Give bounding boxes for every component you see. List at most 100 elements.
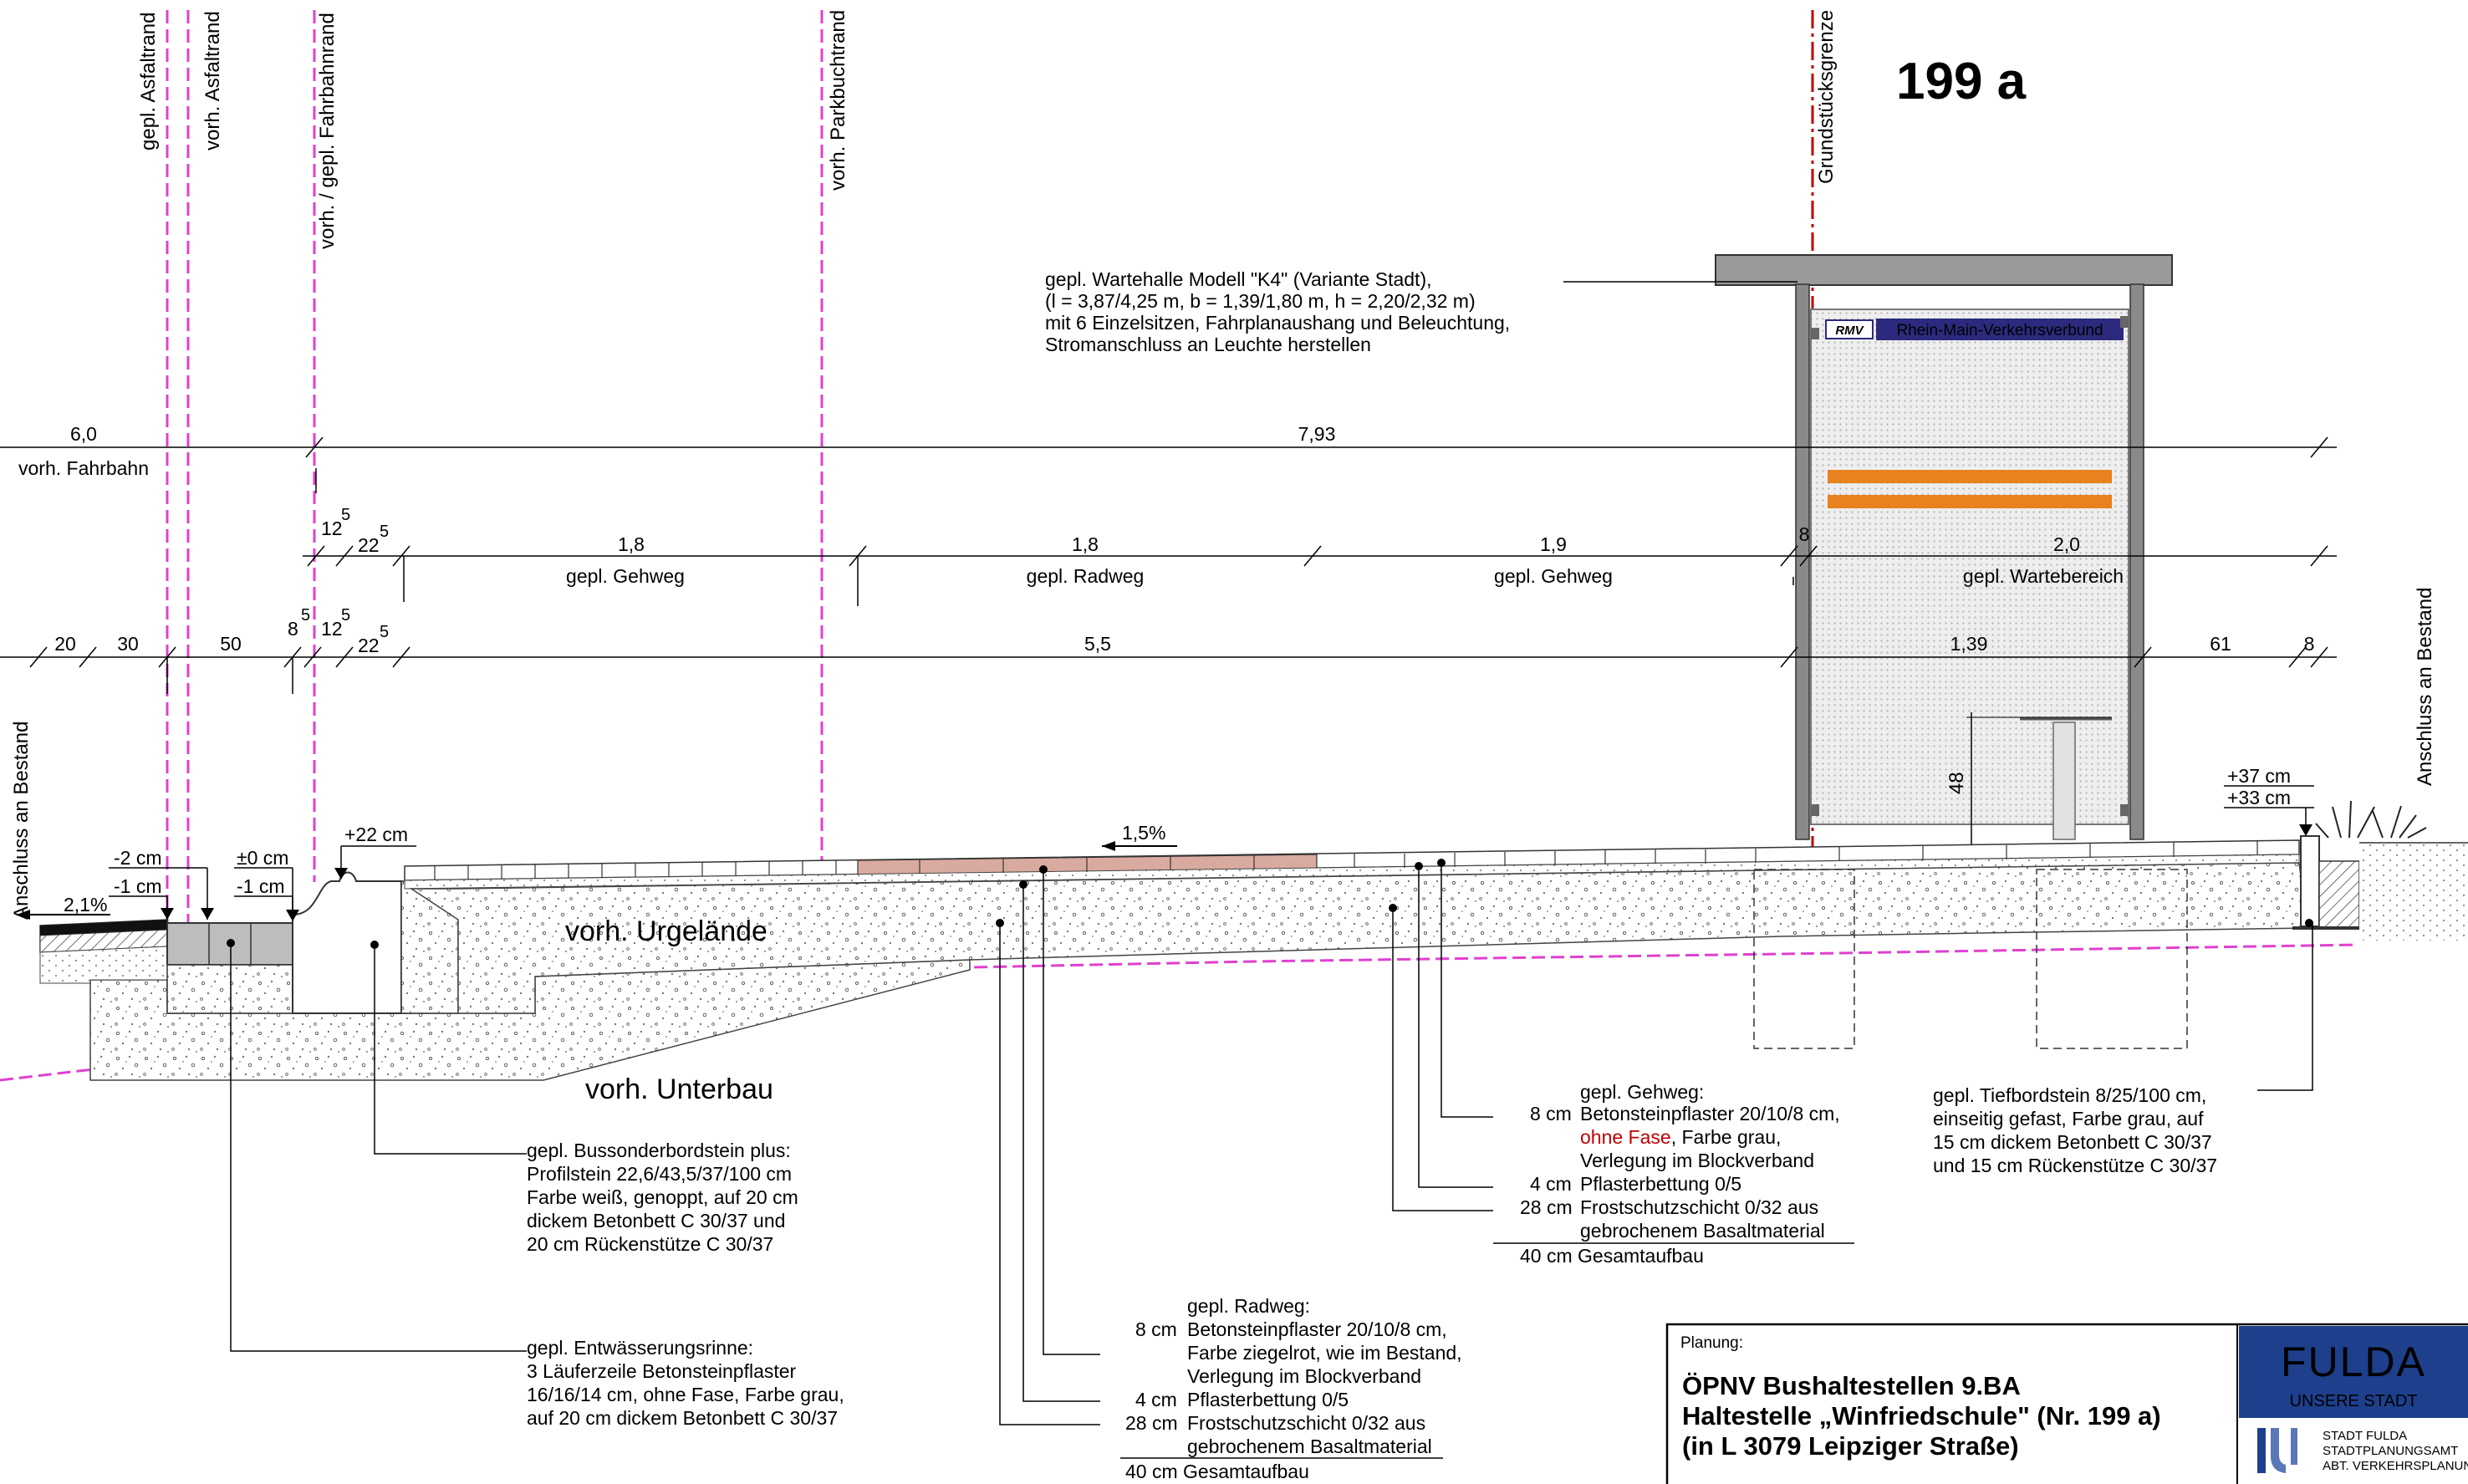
svg-text:22: 22 (358, 534, 380, 556)
svg-text:Stromanschluss an Leuchte hers: Stromanschluss an Leuchte herstellen (1045, 334, 1371, 355)
asphalt-layer (40, 920, 167, 936)
svg-text:40 cm Gesamtaufbau: 40 cm Gesamtaufbau (1125, 1461, 1309, 1482)
svg-text:Verlegung im Blockverband: Verlegung im Blockverband (1580, 1150, 1814, 1171)
title-block: Planung: ÖPNV Bushaltestellen 9.BA Halte… (1665, 1323, 2468, 1484)
svg-text:gepl. Radweg:: gepl. Radweg: (1187, 1295, 1310, 1317)
note-bussonder: gepl. Bussonderbordstein plus: Profilste… (527, 1140, 798, 1255)
svg-text:Profilstein 22,6/43,5/37/100 c: Profilstein 22,6/43,5/37/100 cm (527, 1163, 792, 1185)
svg-text:Frostschutzschicht 0/32 aus: Frostschutzschicht 0/32 aus (1187, 1412, 1425, 1434)
svg-text:16/16/14 cm, ohne Fase, Farbe: 16/16/14 cm, ohne Fase, Farbe grau, (527, 1384, 844, 1405)
title-line-1: ÖPNV Bushaltestellen 9.BA (1682, 1371, 2021, 1400)
svg-text:8 cm: 8 cm (1530, 1103, 1572, 1124)
svg-text:und 15 cm Rückenstütze C 30/37: und 15 cm Rückenstütze C 30/37 (1933, 1155, 2217, 1176)
level-annotations (17, 785, 2314, 920)
svg-text:5: 5 (341, 506, 350, 524)
svg-text:mit 6 Einzelsitzen, Fahrplanau: mit 6 Einzelsitzen, Fahrplanaushang und … (1045, 312, 1510, 334)
svg-text:20: 20 (54, 633, 76, 655)
seat-leg (2052, 722, 2076, 840)
bus-shelter: RMV Rhein-Main-Verkehrsverbund 48 (1715, 254, 2173, 854)
level-m2: -2 cm (114, 847, 162, 869)
dept-line-3: ABT. VERKEHRSPLANUNG (2323, 1459, 2468, 1473)
level-p33: +33 cm (2227, 787, 2291, 808)
level-p0: ±0 cm (237, 847, 288, 869)
svg-text:gepl. Gehweg:: gepl. Gehweg: (1580, 1081, 1704, 1103)
svg-text:12: 12 (321, 518, 343, 539)
svg-text:40 cm Gesamtaufbau: 40 cm Gesamtaufbau (1520, 1245, 1704, 1267)
svg-text:gepl. Bussonderbordstein plus:: gepl. Bussonderbordstein plus: (527, 1140, 791, 1161)
unterbau-line (0, 943, 2358, 1082)
svg-text:22: 22 (358, 635, 380, 656)
svg-text:61: 61 (2210, 633, 2231, 655)
svg-text:auf 20 cm dickem Betonbett C 3: auf 20 cm dickem Betonbett C 30/37 (527, 1407, 838, 1429)
shelter-note: gepl. Wartehalle Modell "K4" (Variante S… (1045, 268, 1510, 355)
fulda-logo-sub: UNSERE STADT (2290, 1392, 2418, 1410)
svg-text:4 cm: 4 cm (1530, 1173, 1572, 1195)
svg-text:28 cm: 28 cm (1125, 1412, 1178, 1434)
svg-text:gepl. Radweg: gepl. Radweg (1027, 565, 1145, 587)
note-radweg: gepl. Radweg: 8 cm Betonsteinpflaster 20… (1125, 1295, 1462, 1482)
dimension-labels: 6,0 vorh. Fahrbahn 7,93 12 5 22 5 1,8 ge… (18, 423, 2314, 656)
leader-lines (230, 863, 2313, 1459)
height-48-label: 48 (1945, 772, 1968, 794)
dept-line-1: STADT FULDA (2323, 1429, 2407, 1443)
dept-line-2: STADTPLANUNGSAMT (2323, 1444, 2458, 1458)
svg-text:7,93: 7,93 (1298, 423, 1336, 445)
svg-text:Farbe ziegelrot, wie im Bestan: Farbe ziegelrot, wie im Bestand, (1187, 1342, 1462, 1364)
svg-text:8 cm: 8 cm (1135, 1318, 1177, 1340)
rmv-logo-text: RMV (1835, 324, 1864, 338)
svg-text:5: 5 (301, 606, 310, 625)
grundstuecksgrenze-label: Grundstücksgrenze (1815, 10, 1838, 184)
svg-text:Pflasterbettung 0/5: Pflasterbettung 0/5 (1187, 1389, 1349, 1410)
level-m1b: -1 cm (237, 875, 285, 897)
svg-text:(l = 3,87/4,25 m, b = 1,39/1,8: (l = 3,87/4,25 m, b = 1,39/1,80 m, h = 2… (1045, 290, 1476, 312)
svg-text:Pflasterbettung 0/5: Pflasterbettung 0/5 (1580, 1173, 1741, 1195)
anschluss-left-label: Anschluss an Bestand (10, 722, 33, 920)
city-crest-icon (2257, 1428, 2297, 1473)
orange-stripe-2 (1828, 495, 2112, 508)
svg-text:Betonsteinpflaster 20/10/8 cm,: Betonsteinpflaster 20/10/8 cm, (1187, 1318, 1447, 1340)
title-line-2: Haltestelle „Winfriedschule" (Nr. 199 a) (1682, 1401, 2161, 1430)
svg-text:28 cm: 28 cm (1520, 1196, 1573, 1218)
anschluss-right-label: Anschluss an Bestand (2414, 588, 2436, 786)
svg-text:dickem Betonbett C 30/37 und: dickem Betonbett C 30/37 und (527, 1210, 785, 1232)
svg-text:30: 30 (117, 633, 139, 655)
svg-text:5: 5 (380, 623, 389, 641)
svg-text:gepl. Tiefbordstein 8/25/100 c: gepl. Tiefbordstein 8/25/100 cm, (1933, 1084, 2206, 1106)
svg-text:8: 8 (2304, 633, 2315, 655)
svg-text:einseitig gefast, Farbe grau,: einseitig gefast, Farbe grau, auf (1933, 1108, 2204, 1130)
level-p22: +22 cm (344, 824, 408, 845)
shelter-post-left (1795, 283, 1810, 840)
svg-text:Verlegung im Blockverband: Verlegung im Blockverband (1187, 1365, 1421, 1387)
slope-left: 2,1% (64, 894, 107, 915)
svg-text:gepl. Wartehalle Modell "K4" (: gepl. Wartehalle Modell "K4" (Variante S… (1045, 268, 1432, 290)
reference-lines (0, 10, 2358, 1082)
svg-text:Farbe weiß, genoppt, auf 20 cm: Farbe weiß, genoppt, auf 20 cm (527, 1186, 798, 1208)
svg-text:5: 5 (341, 606, 350, 625)
urgelaende-label: vorh. Urgelände (565, 915, 767, 947)
svg-text:1,8: 1,8 (1072, 533, 1099, 555)
unterbau-label: vorh. Unterbau (585, 1073, 773, 1105)
svg-text:gebrochenem Basaltmaterial: gebrochenem Basaltmaterial (1580, 1220, 1825, 1242)
svg-text:1,9: 1,9 (1540, 533, 1567, 555)
svg-text:1,39: 1,39 (1950, 633, 1988, 655)
svg-text:gepl. Gehweg: gepl. Gehweg (1494, 565, 1613, 587)
shelter-post-right (2129, 283, 2144, 840)
svg-text:15 cm dickem Betonbett C 30/37: 15 cm dickem Betonbett C 30/37 (1933, 1131, 2212, 1153)
svg-text:2,0: 2,0 (2053, 533, 2080, 555)
slope-mid: 1,5% (1122, 822, 1165, 844)
svg-text:vorh. Fahrbahn: vorh. Fahrbahn (18, 457, 149, 479)
svg-text:5,5: 5,5 (1084, 633, 1111, 655)
rmv-logo-icon (1825, 319, 1874, 339)
svg-text:3 Läuferzeile Betonsteinpflast: 3 Läuferzeile Betonsteinpflaster (527, 1360, 797, 1382)
level-p37: +37 cm (2227, 765, 2291, 787)
svg-text:50: 50 (220, 633, 242, 655)
bus-curb (292, 871, 402, 1014)
note-tiefbord: gepl. Tiefbordstein 8/25/100 cm, einseit… (1933, 1084, 2217, 1176)
svg-text:20 cm Rückenstütze C 30/37: 20 cm Rückenstütze C 30/37 (527, 1233, 773, 1255)
rmv-banner (1876, 319, 2124, 340)
svg-text:Betonsteinpflaster 20/10/8 cm,: Betonsteinpflaster 20/10/8 cm, (1580, 1103, 1840, 1124)
svg-text:gepl. Wartebereich: gepl. Wartebereich (1963, 565, 2124, 587)
rmv-label: Rhein-Main-Verkehrsverbund (1896, 322, 2103, 339)
svg-text:gebrochenem Basaltmaterial: gebrochenem Basaltmaterial (1187, 1436, 1432, 1457)
